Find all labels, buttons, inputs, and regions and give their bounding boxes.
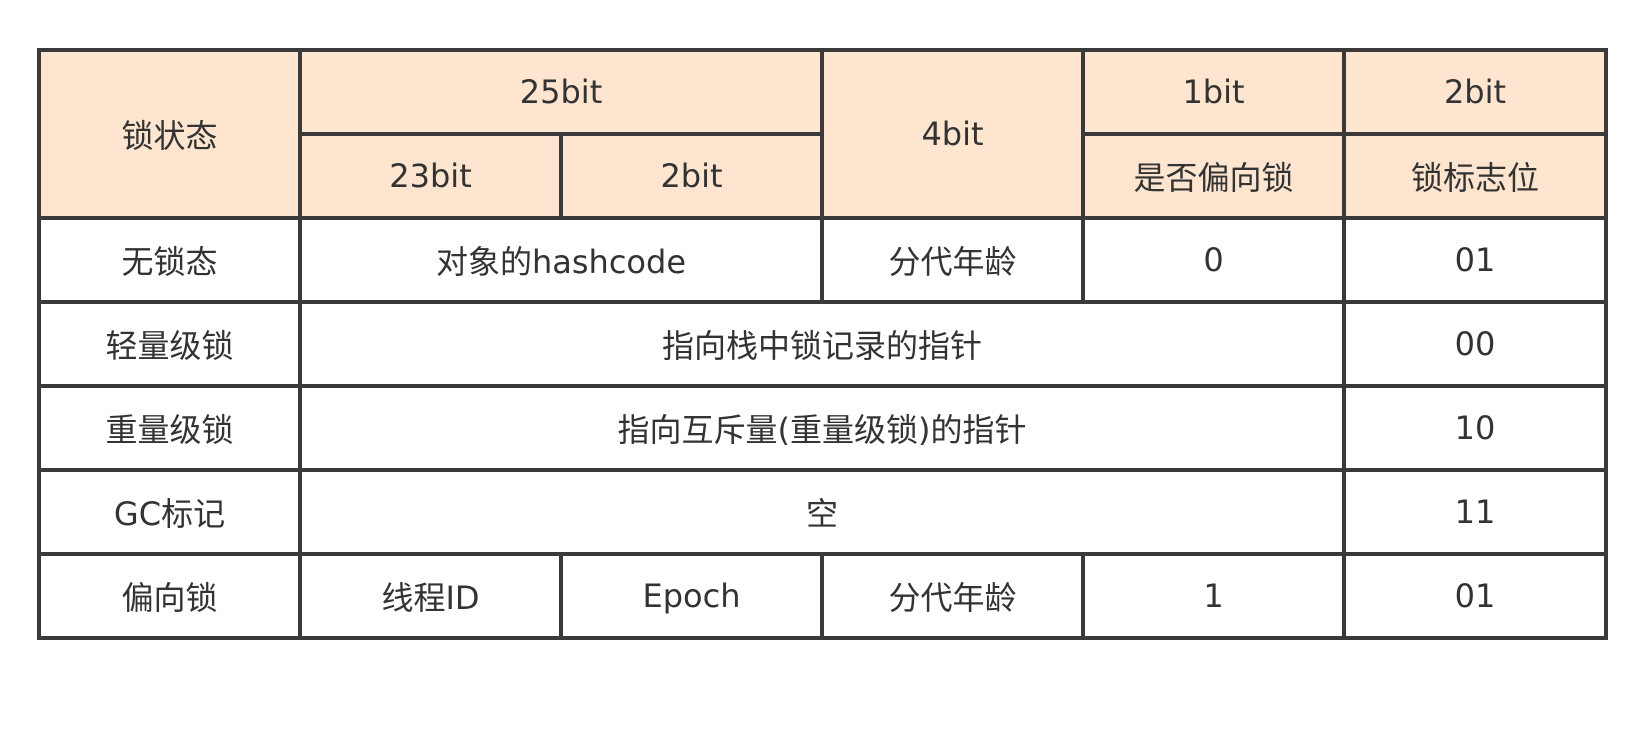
cell-thread-id: 线程ID (298, 552, 563, 640)
cell-biased-bit: 1 (1081, 552, 1346, 640)
cell-age: 分代年龄 (820, 216, 1085, 304)
cell-state: 轻量级锁 (37, 300, 302, 388)
header-lock-flag: 锁标志位 (1342, 132, 1608, 220)
table-row-unlocked: 无锁态 对象的hashcode 分代年龄 0 01 (37, 216, 1608, 304)
header-lock-state: 锁状态 (37, 48, 302, 220)
table-row-lightweight: 轻量级锁 指向栈中锁记录的指针 00 (37, 300, 1608, 388)
table-row-heavyweight: 重量级锁 指向互斥量(重量级锁)的指针 10 (37, 384, 1608, 472)
header-row-1: 锁状态 25bit 4bit 1bit 2bit (37, 48, 1608, 220)
cell-content: 指向互斥量(重量级锁)的指针 (298, 384, 1346, 472)
cell-state: 无锁态 (37, 216, 302, 304)
cell-biased-bit: 0 (1081, 216, 1346, 304)
cell-state: 偏向锁 (37, 552, 302, 640)
cell-state: 重量级锁 (37, 384, 302, 472)
cell-flag: 10 (1342, 384, 1608, 472)
header-2bit: 2bit (1342, 48, 1608, 136)
cell-hashcode: 对象的hashcode (298, 216, 824, 304)
header-25bit: 25bit (298, 48, 824, 136)
cell-flag: 11 (1342, 468, 1608, 556)
cell-flag: 00 (1342, 300, 1608, 388)
cell-flag: 01 (1342, 552, 1608, 640)
cell-epoch: Epoch (559, 552, 824, 640)
header-1bit: 1bit (1081, 48, 1346, 136)
table-row-gc: GC标记 空 11 (37, 468, 1608, 556)
mark-word-table: 锁状态 25bit 4bit 1bit 2bit 23bit 2bit 是否偏向… (37, 48, 1608, 640)
header-23bit: 23bit (298, 132, 563, 220)
cell-age: 分代年龄 (820, 552, 1085, 640)
cell-content: 空 (298, 468, 1346, 556)
header-4bit: 4bit (820, 48, 1085, 220)
cell-state: GC标记 (37, 468, 302, 556)
header-is-biased: 是否偏向锁 (1081, 132, 1346, 220)
header-row-2: 23bit 2bit 是否偏向锁 锁标志位 (39, 132, 1608, 220)
table-row-biased: 偏向锁 线程ID Epoch 分代年龄 1 01 (37, 552, 1608, 640)
cell-flag: 01 (1342, 216, 1608, 304)
header-2bit-sub: 2bit (559, 132, 824, 220)
cell-content: 指向栈中锁记录的指针 (298, 300, 1346, 388)
